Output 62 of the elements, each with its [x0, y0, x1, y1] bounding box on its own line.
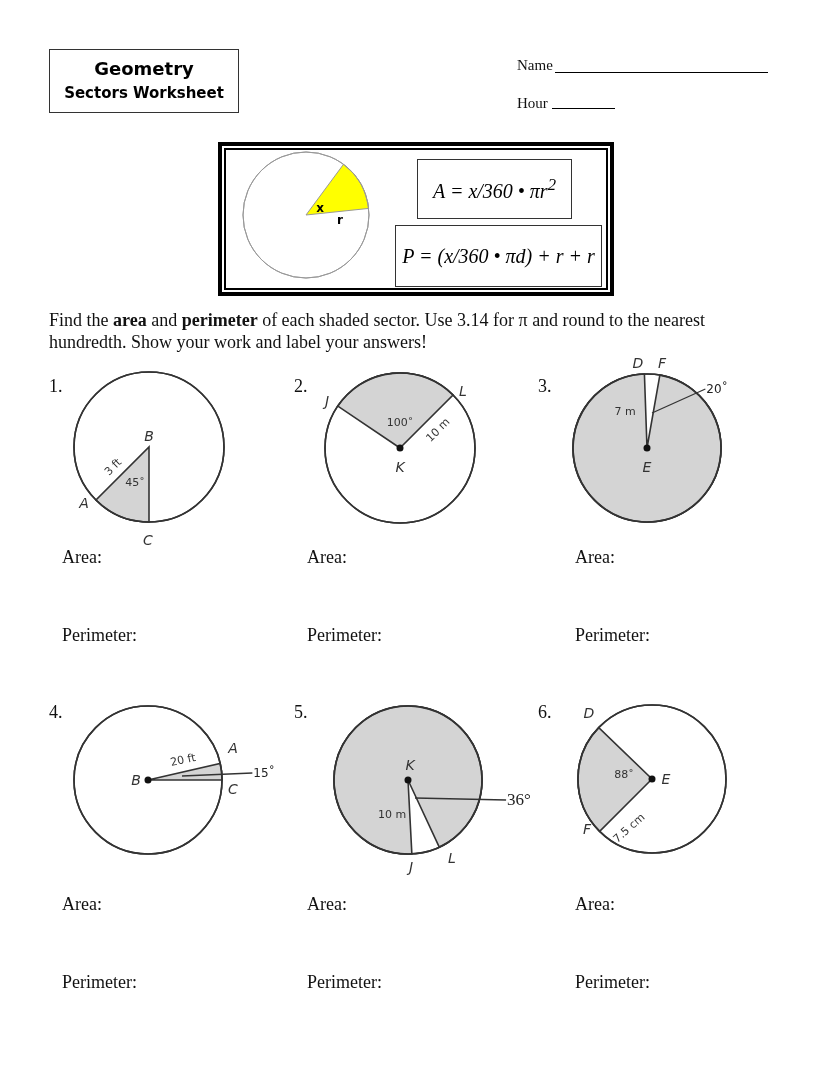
length-label: 7.5 cm	[610, 810, 648, 846]
problem-number: 6.	[538, 702, 552, 723]
answer-prompt: Perimeter:	[307, 972, 382, 993]
angle-label: 100˚	[386, 415, 414, 429]
leader-line	[651, 388, 706, 414]
variable-label: x	[316, 201, 324, 215]
answer-prompt: Area:	[307, 547, 347, 568]
instruction-text: Find the area and perimeter of each shaded sector. Use 3.14 for π and round to the nearest hundredth. Show your work and label your answers!	[49, 309, 707, 353]
formula-box: A = x/360 • πr$^{2}$	[417, 159, 572, 219]
angle-label: 15˚	[253, 766, 275, 780]
point-label: B	[131, 772, 141, 788]
point-label: D	[632, 355, 644, 371]
answer-prompt: Area:	[575, 547, 615, 568]
formula-panel	[218, 142, 614, 296]
point-label: K	[395, 459, 405, 475]
answer-prompt: Perimeter:	[575, 972, 650, 993]
length-label: 10 m	[377, 807, 407, 821]
point-label: A	[79, 495, 89, 511]
answer-prompt: Area:	[307, 894, 347, 915]
point-label: J	[408, 859, 414, 875]
problem-number: 2.	[294, 376, 308, 397]
angle-label: 88˚	[614, 767, 634, 781]
answer-prompt: Perimeter:	[62, 625, 137, 646]
variable-label: r	[337, 213, 343, 227]
point-label: F	[582, 821, 592, 837]
point-label: L	[459, 383, 467, 399]
problem-number: 3.	[538, 376, 552, 397]
problem-number: 5.	[294, 702, 308, 723]
point-label: F	[657, 355, 667, 371]
point-label: B	[144, 428, 154, 444]
worksheet-title: Geometry	[94, 57, 194, 81]
formula-box: P = (x/360 • πd) + r + r	[395, 225, 602, 287]
point-label: E	[642, 459, 652, 475]
problem-number: 4.	[49, 702, 63, 723]
answer-prompt: Area:	[575, 894, 615, 915]
point-label: K	[405, 757, 415, 773]
length-label: 20 ft	[169, 751, 197, 769]
answer-prompt: Perimeter:	[575, 625, 650, 646]
field-label: Hour	[517, 95, 548, 112]
point-label: L	[448, 850, 456, 866]
problem-number: 1.	[49, 376, 63, 397]
answer-prompt: Perimeter:	[62, 972, 137, 993]
point-label: J	[324, 393, 330, 409]
length-label: 10 m	[423, 415, 453, 445]
point-label: A	[228, 740, 238, 756]
leader-line	[414, 797, 507, 801]
worksheet-subtitle: Sectors Worksheet	[64, 83, 224, 104]
point-label: E	[661, 771, 671, 787]
answer-prompt: Perimeter:	[307, 625, 382, 646]
field-label: Name	[517, 57, 553, 74]
angle-label: 36°	[507, 790, 531, 810]
angle-label: 45˚	[125, 475, 145, 489]
title-box	[49, 49, 239, 113]
length-label: 3 ft	[101, 455, 125, 479]
answer-prompt: Area:	[62, 894, 102, 915]
point-label: C	[143, 532, 153, 548]
point-label: C	[228, 781, 238, 797]
answer-prompt: Area:	[62, 547, 102, 568]
leader-line	[181, 772, 253, 777]
angle-label: 20˚	[706, 382, 728, 396]
point-label: D	[583, 705, 595, 721]
length-label: 7 m	[614, 404, 636, 418]
